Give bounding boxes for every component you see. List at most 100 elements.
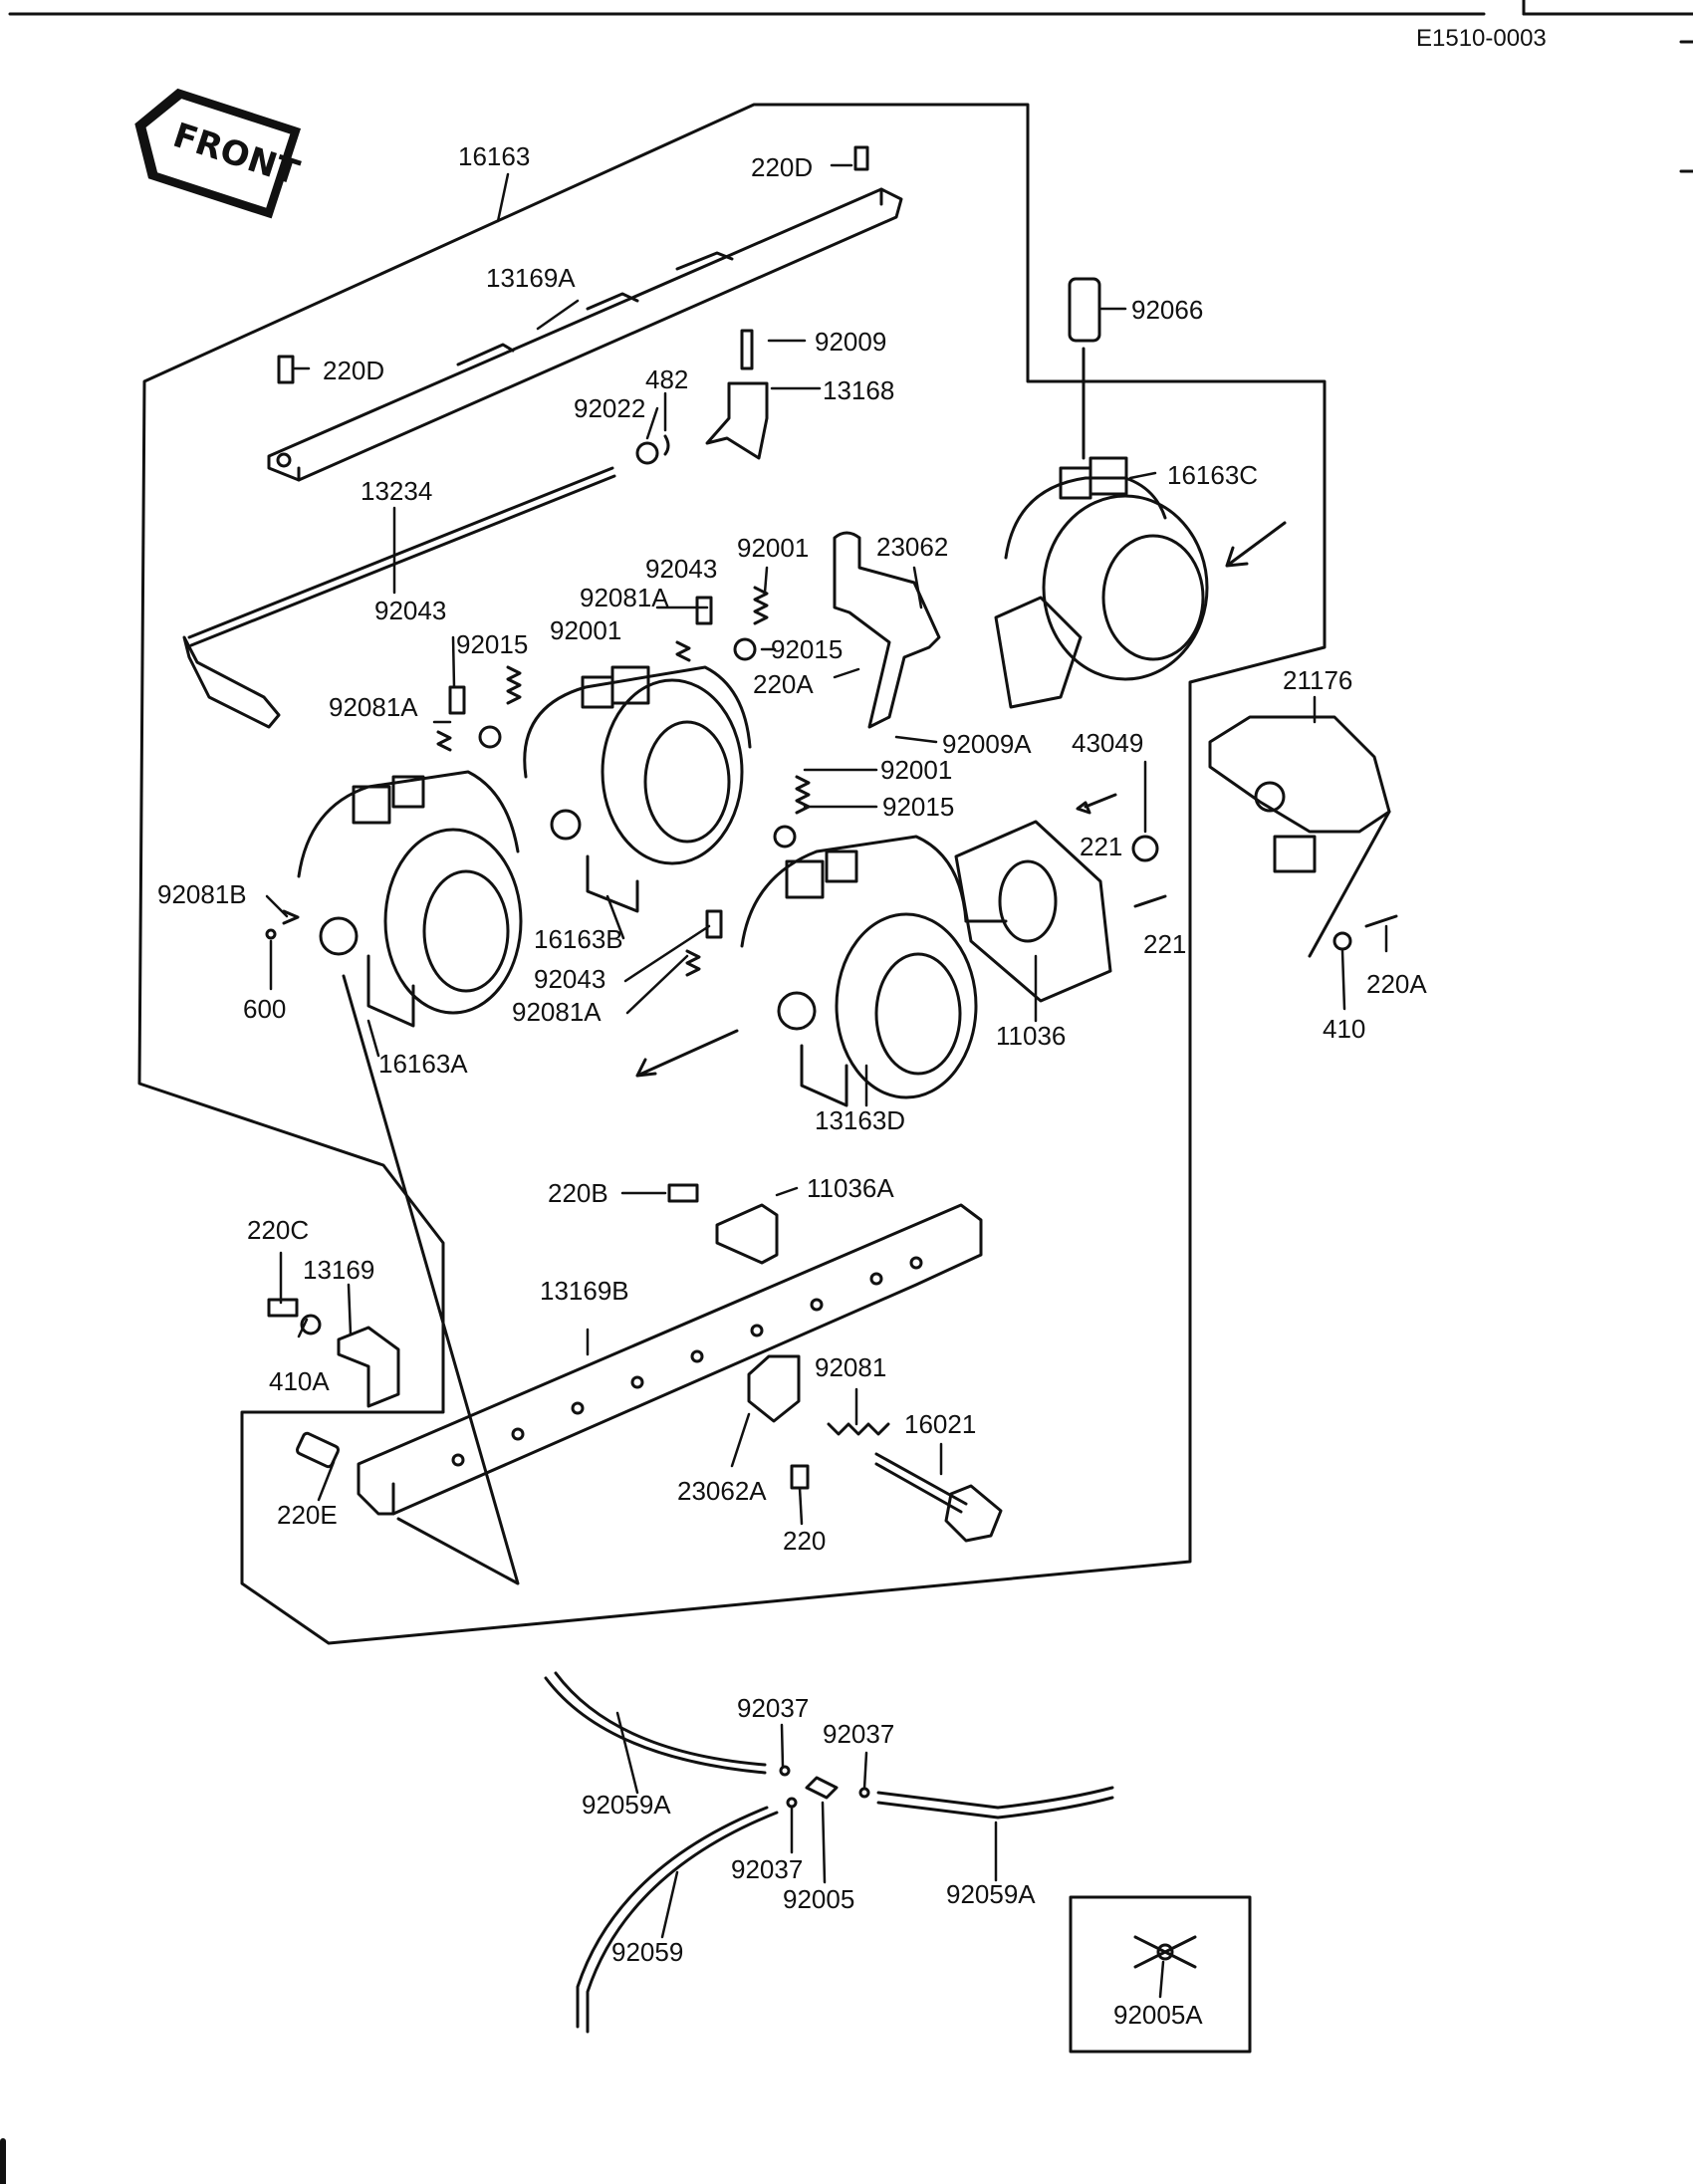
part-label-11036: 11036 xyxy=(996,1021,1067,1051)
document-id: E1510-0003 xyxy=(1416,25,1547,52)
pin-92066 xyxy=(1068,277,1101,343)
part-label-92022: 92022 xyxy=(574,393,646,423)
front-arrow-icon xyxy=(134,88,302,219)
assembly-group-outline xyxy=(137,103,1327,1645)
nut-92015-b xyxy=(733,637,757,661)
part-label-92005: 92005 xyxy=(783,1884,855,1914)
part-label-13169B: 13169B xyxy=(540,1276,629,1306)
part-label-92059A-right: 92059A xyxy=(946,1879,1036,1909)
part-label-220C: 220C xyxy=(247,1215,310,1245)
rail-16163 xyxy=(267,187,903,482)
rail-13169B xyxy=(357,1203,983,1516)
part-label-92066: 92066 xyxy=(1131,295,1204,325)
shaft-13234 xyxy=(187,466,614,639)
screw-92043-b xyxy=(695,596,713,625)
screw-220 xyxy=(790,1464,810,1490)
part-label-92081A-left: 92081A xyxy=(329,692,418,722)
part-label-11036A: 11036A xyxy=(807,1173,894,1203)
part-label-13168: 13168 xyxy=(823,375,895,405)
throttle-body-16163B xyxy=(523,665,752,913)
part-label-221-upper: 221 xyxy=(1080,832,1123,861)
part-label-600: 600 xyxy=(243,994,287,1024)
part-label-92043-lower: 92043 xyxy=(534,964,606,994)
bracket-23062A xyxy=(747,1354,801,1423)
bracket-11036A xyxy=(715,1203,779,1265)
part-label-92081A-lower: 92081A xyxy=(512,997,602,1027)
part-label-220: 220 xyxy=(783,1526,827,1556)
part-label-13163D: 13163D xyxy=(815,1105,906,1135)
bracket-13168 xyxy=(705,381,769,460)
screw-220C xyxy=(267,1298,299,1318)
part-label-43049: 43049 xyxy=(1072,728,1144,758)
part-label-13234: 13234 xyxy=(361,476,433,506)
part-label-92081B: 92081B xyxy=(157,879,247,909)
part-label-92009: 92009 xyxy=(815,327,887,357)
washer-410 xyxy=(1332,931,1352,951)
part-label-16021: 16021 xyxy=(904,1409,977,1439)
washer-43049 xyxy=(1131,835,1159,862)
screw-220D-top xyxy=(853,145,869,171)
ball-600 xyxy=(265,928,277,940)
screw-220B xyxy=(667,1183,699,1203)
part-label-13169A: 13169A xyxy=(486,263,576,293)
screw-220A-b xyxy=(1364,914,1398,928)
knob-16021 xyxy=(944,1484,1003,1543)
screw-92009 xyxy=(740,329,754,370)
bracket-13169 xyxy=(337,1326,400,1408)
part-label-23062: 23062 xyxy=(876,532,949,562)
part-label-16163A: 16163A xyxy=(378,1049,468,1079)
nut-92015-a xyxy=(478,725,502,749)
washer-92022 xyxy=(635,441,659,465)
lever-23062 xyxy=(833,531,941,729)
part-label-220A-lower: 220A xyxy=(1366,969,1427,999)
part-label-220E: 220E xyxy=(277,1500,338,1530)
part-label-92015-left: 92015 xyxy=(456,629,529,659)
part-label-92037-lower: 92037 xyxy=(731,1854,804,1884)
rail-13169B-holes xyxy=(451,1256,923,1467)
part-label-92037-upper-left: 92037 xyxy=(737,1693,810,1723)
part-label-13169: 13169 xyxy=(303,1255,375,1285)
inset-box-92005A xyxy=(1069,1895,1252,2054)
part-label-92015-lower: 92015 xyxy=(882,792,955,822)
part-label-16163C: 16163C xyxy=(1167,460,1259,490)
shaft-lever xyxy=(182,635,281,729)
screw-221-b xyxy=(1133,894,1167,908)
airflow-arrow-left xyxy=(635,1029,739,1078)
part-label-221-lower: 221 xyxy=(1143,929,1187,959)
part-label-220A-upper: 220A xyxy=(753,669,814,699)
part-label-92043-top: 92043 xyxy=(645,554,718,584)
screw-221-a xyxy=(1076,793,1117,815)
rail-13169A-slots xyxy=(456,251,734,366)
leader-line xyxy=(342,974,520,1585)
spring-92081 xyxy=(827,1422,890,1436)
airflow-arrow-right xyxy=(1225,521,1287,568)
part-label-92001-top: 92001 xyxy=(737,533,810,563)
part-label-482: 482 xyxy=(645,364,689,394)
sensor-21176 xyxy=(1208,715,1391,873)
leader-line xyxy=(1308,810,1391,958)
part-label-220D-top: 220D xyxy=(751,152,814,182)
part-label-92015-mid: 92015 xyxy=(771,634,844,664)
part-label-16163: 16163 xyxy=(458,141,531,171)
screw-220D-left xyxy=(277,355,295,384)
part-label-92043-left: 92043 xyxy=(374,596,447,625)
part-label-410A: 410A xyxy=(269,1366,330,1396)
leader-lines xyxy=(265,163,1388,1999)
part-label-220B: 220B xyxy=(548,1178,608,1208)
fitting-92005A xyxy=(1133,1935,1197,1969)
washer-410A xyxy=(300,1314,322,1335)
part-label-92059A-left: 92059A xyxy=(582,1790,671,1820)
part-label-92005A: 92005A xyxy=(1113,2000,1203,2030)
part-label-92059: 92059 xyxy=(611,1937,684,1967)
part-label-220D-left: 220D xyxy=(323,356,385,385)
part-label-92001-mid: 92001 xyxy=(550,615,622,645)
part-label-16163B: 16163B xyxy=(534,924,623,954)
part-label-92009A: 92009A xyxy=(942,729,1032,759)
throttle-body-16163C xyxy=(994,347,1209,709)
throttle-body-13163D xyxy=(740,835,1008,1107)
screw-92043-a xyxy=(448,685,466,715)
part-label-23062A: 23062A xyxy=(677,1476,767,1506)
throttle-body-16163A xyxy=(297,770,523,1028)
